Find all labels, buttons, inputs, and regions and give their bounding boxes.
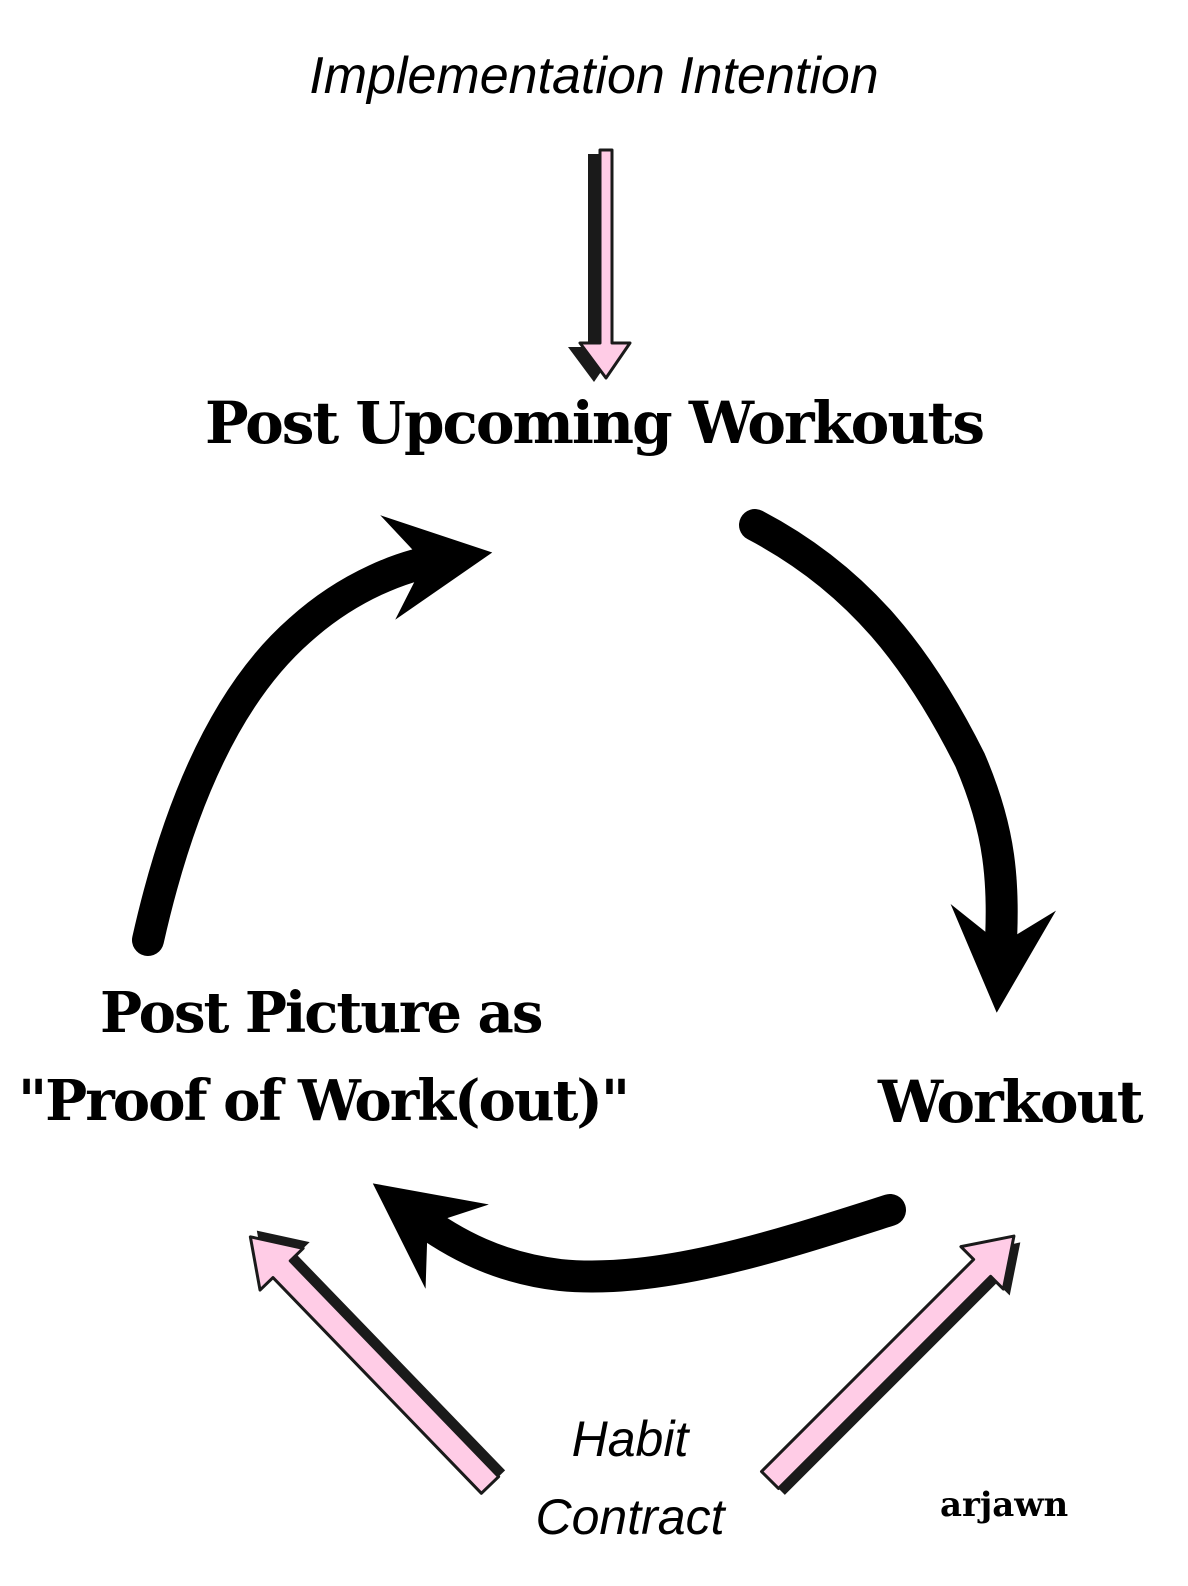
- habit-to-picture-arrow-icon: [248, 1230, 506, 1495]
- post-upcoming-workouts-node: Post Upcoming Workouts: [205, 389, 985, 457]
- intention-input-arrow-icon: [568, 148, 632, 382]
- habit-contract-label-line2: Contract: [535, 1489, 725, 1545]
- cycle-arrow-right-to-left-icon: [372, 1183, 906, 1293]
- cycle-arrow-top-to-right-icon: [739, 509, 1056, 1013]
- implementation-intention-label: Implementation Intention: [309, 47, 879, 105]
- habit-contract-label-line1: Habit: [571, 1411, 689, 1467]
- cycle-arrow-left-to-top-icon: [132, 515, 493, 956]
- author-credit: arjawn: [940, 1485, 1069, 1525]
- workout-node: Workout: [878, 1068, 1143, 1136]
- habit-to-workout-arrow-icon: [760, 1234, 1021, 1495]
- post-picture-node-line2: "Proof of Work(out)": [18, 1068, 630, 1134]
- post-picture-node-line1: Post Picture as: [100, 980, 543, 1046]
